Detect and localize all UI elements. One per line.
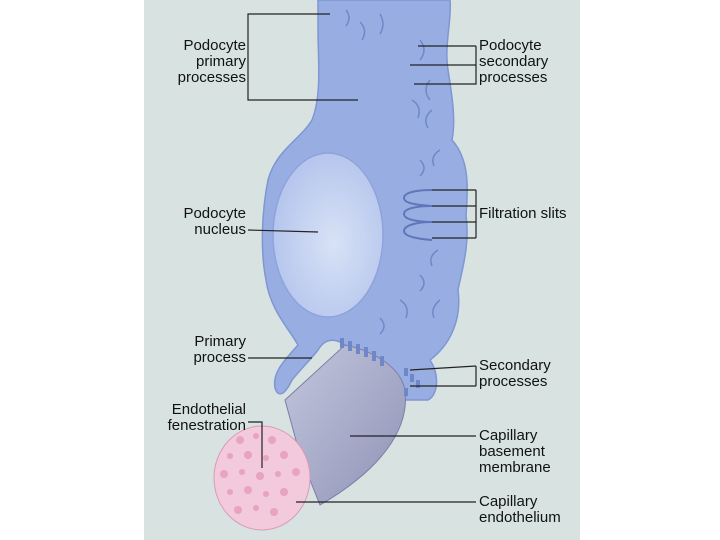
- label-line: membrane: [479, 460, 551, 476]
- label-line: nucleus: [150, 222, 246, 238]
- label-line: Secondary: [479, 358, 551, 374]
- podocyte-nucleus: [273, 153, 383, 317]
- label-podocyte-primary-processes: Podocyte primary processes: [150, 38, 246, 86]
- label-capillary-basement-membrane: Capillary basement membrane: [479, 428, 551, 476]
- label-line: Endothelial: [146, 402, 246, 418]
- label-line: basement: [479, 444, 551, 460]
- label-line: secondary: [479, 54, 548, 70]
- label-podocyte-nucleus: Podocyte nucleus: [150, 206, 246, 238]
- label-line: Podocyte: [150, 38, 246, 54]
- label-podocyte-secondary-processes: Podocyte secondary processes: [479, 38, 548, 86]
- label-line: process: [150, 350, 246, 366]
- label-line: Primary: [150, 334, 246, 350]
- label-capillary-endothelium: Capillary endothelium: [479, 494, 561, 526]
- label-filtration-slits: Filtration slits: [479, 206, 567, 222]
- label-line: Capillary: [479, 494, 561, 510]
- label-line: fenestration: [146, 418, 246, 434]
- label-line: processes: [479, 374, 551, 390]
- label-line: processes: [150, 70, 246, 86]
- label-line: Podocyte: [479, 38, 548, 54]
- label-primary-process: Primary process: [150, 334, 246, 366]
- label-line: Podocyte: [150, 206, 246, 222]
- label-secondary-processes: Secondary processes: [479, 358, 551, 390]
- label-line: Filtration slits: [479, 206, 567, 222]
- label-line: Capillary: [479, 428, 551, 444]
- label-line: processes: [479, 70, 548, 86]
- label-endothelial-fenestration: Endothelial fenestration: [146, 402, 246, 434]
- label-line: endothelium: [479, 510, 561, 526]
- label-line: primary: [150, 54, 246, 70]
